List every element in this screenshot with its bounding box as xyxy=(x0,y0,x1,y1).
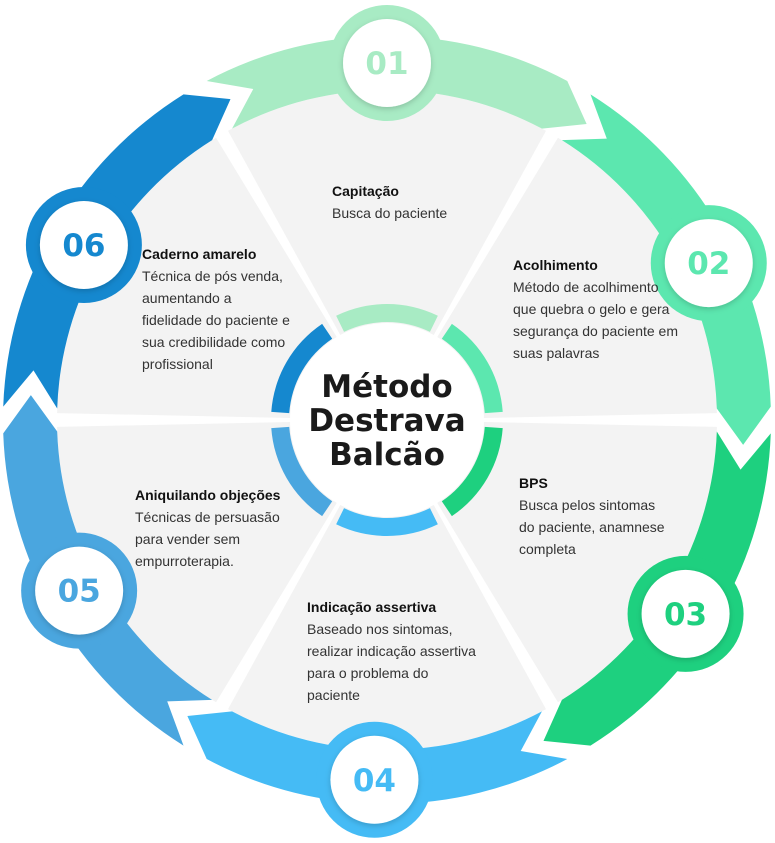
step-1-badge: 01 xyxy=(329,5,445,121)
center-title-line-1: Método xyxy=(321,369,452,405)
step-6-text: Caderno amarelo Técnica de pós venda, au… xyxy=(142,243,292,375)
step-1-badge-core xyxy=(343,19,431,107)
step-5-arrow-arc xyxy=(3,395,213,746)
step-2-badge: 02 xyxy=(650,205,767,322)
step-3-text: BPS Busca pelos sintomas do paciente, an… xyxy=(519,472,674,560)
step-6-description: Técnica de pós venda, aumentando a fidel… xyxy=(142,268,290,372)
step-3-number: 03 xyxy=(664,597,707,633)
step-2-number: 02 xyxy=(687,246,730,282)
step-2-description: Método de acolhimento que quebra o gelo … xyxy=(513,279,678,361)
step-1-description: Busca do paciente xyxy=(332,205,448,221)
step-6-badge-core xyxy=(39,201,128,289)
pie-wedge-1 xyxy=(228,90,546,421)
step-4-text: Indicação assertiva Baseado nos sintomas… xyxy=(307,596,477,706)
step-3-badge-core xyxy=(641,569,730,658)
step-6-badge: 06 xyxy=(25,187,142,303)
step-5-title: Aniquilando objeções xyxy=(135,487,281,503)
inner-ring-segment-5 xyxy=(271,426,333,517)
inner-ring-segment-6 xyxy=(271,323,333,414)
inner-ring-segment-1 xyxy=(336,303,438,332)
step-4-description: Baseado nos sintomas, realizar indicação… xyxy=(307,621,476,703)
step-3-title: BPS xyxy=(519,475,548,491)
step-3-description: Busca pelos sintomas do paciente, anamne… xyxy=(519,497,665,557)
step-1-title: Capitação xyxy=(332,183,399,199)
step-6-number: 06 xyxy=(62,228,105,264)
step-1-text: Capitação Busca do paciente xyxy=(332,180,492,224)
center-title-line-3: Balcão xyxy=(329,437,445,473)
step-5-description: Técnicas de persuasão para vender sem em… xyxy=(135,509,280,569)
step-4-badge-core xyxy=(330,735,419,824)
inner-ring-segment-3 xyxy=(441,426,503,517)
step-2-arrow-arc xyxy=(561,94,771,445)
step-2-text: Acolhimento Método de acolhimento que qu… xyxy=(513,254,683,364)
inner-ring-segment-2 xyxy=(441,323,503,414)
step-2-title: Acolhimento xyxy=(513,257,598,273)
step-5-badge-core xyxy=(35,546,124,635)
step-6-title: Caderno amarelo xyxy=(142,246,257,262)
inner-ring-segment-4 xyxy=(336,508,438,536)
step-3-arrow-arc xyxy=(543,431,771,746)
step-4-title: Indicação assertiva xyxy=(307,599,437,615)
step-6-arrow-arc xyxy=(3,94,231,409)
step-5-badge: 05 xyxy=(21,532,138,649)
step-4-number: 04 xyxy=(353,763,396,799)
step-3-badge: 03 xyxy=(627,555,744,672)
center-title-line-2: Destrava xyxy=(308,403,465,439)
step-5-number: 05 xyxy=(58,574,101,610)
step-1-number: 01 xyxy=(365,46,408,82)
step-4-badge: 04 xyxy=(316,721,433,838)
step-5-text: Aniquilando objeções Técnicas de persuas… xyxy=(135,484,300,572)
step-2-badge-core xyxy=(664,219,753,308)
center-circle xyxy=(290,323,484,517)
pie-wedge-4 xyxy=(228,420,546,750)
